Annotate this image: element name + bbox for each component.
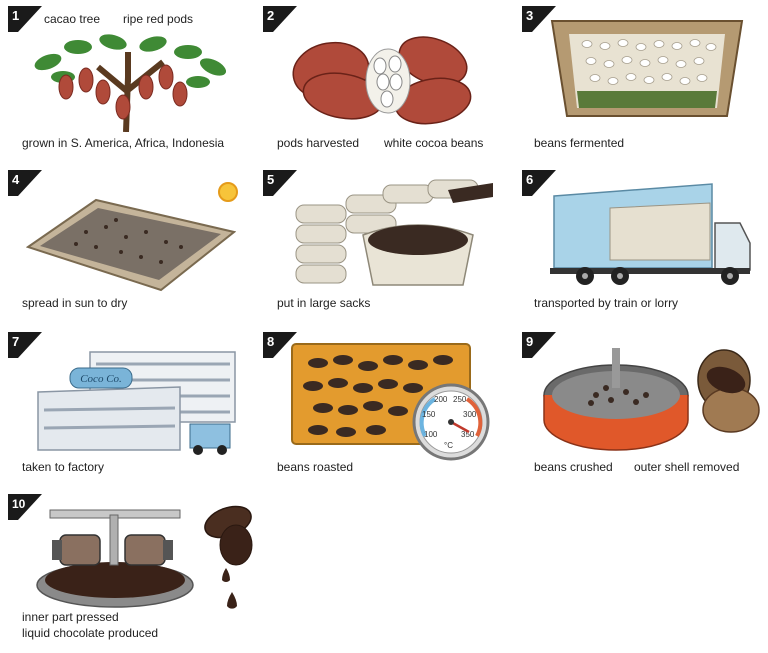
factory-illustration: Coco Co.: [37, 351, 236, 455]
cacao-tree-illustration: [34, 34, 227, 132]
caption-cacao-tree: cacao tree: [44, 12, 101, 26]
truck-illustration: [550, 183, 751, 285]
crusher-illustration: [543, 348, 760, 451]
step-badge: 10: [8, 494, 42, 520]
caption-spread-in-sun: spread in sun to dry: [22, 296, 128, 310]
gauge-label-150: 150: [422, 410, 436, 419]
step-6-panel: 6 transported by train or lorry: [522, 170, 762, 320]
caption-inner-part-pressed: inner part pressed: [22, 610, 119, 624]
thermometer-dial-icon: 100 150 200 250 300 350 °C: [412, 383, 490, 461]
caption-beans-roasted: beans roasted: [277, 460, 354, 474]
sun-icon: [218, 182, 238, 202]
step-badge: 6: [522, 170, 556, 196]
step-badge: 3: [522, 6, 556, 32]
factory-sign: Coco Co.: [80, 373, 122, 385]
caption-transported: transported by train or lorry: [534, 296, 679, 310]
step-badge: 5: [263, 170, 297, 196]
step-badge: 2: [263, 6, 297, 32]
press-illustration: [36, 505, 253, 609]
step-5-panel: 5 put in large sacks: [263, 170, 503, 320]
caption-outer-shell-removed: outer shell removed: [634, 460, 740, 474]
step-badge: 8: [263, 332, 297, 358]
step-badge: 9: [522, 332, 556, 358]
caption-white-cocoa-beans: white cocoa beans: [384, 136, 484, 150]
gauge-label-250: 250: [453, 395, 467, 404]
gauge-label-350: 350: [461, 430, 475, 439]
step-3-panel: 3 beans fermented: [522, 6, 762, 156]
step-badge: 7: [8, 332, 42, 358]
caption-pods-harvested: pods harvested: [277, 136, 360, 150]
gauge-unit: °C: [444, 441, 453, 450]
step-badge: 4: [8, 170, 42, 196]
step-2-panel: 2 pods harvested white cocoa beans: [263, 6, 503, 156]
caption-beans-crushed: beans crushed: [534, 460, 613, 474]
fermentation-box-illustration: [550, 20, 744, 117]
gauge-label-200: 200: [434, 395, 448, 404]
caption-taken-to-factory: taken to factory: [22, 460, 105, 474]
drying-tray-illustration: [26, 198, 236, 292]
caption-liquid-chocolate: liquid chocolate produced: [22, 626, 159, 640]
gauge-label-100: 100: [424, 430, 438, 439]
cacao-pods-illustration: [292, 36, 472, 125]
caption-put-in-sacks: put in large sacks: [277, 296, 371, 310]
step-7-panel: 7 Coco Co. taken to factory: [8, 332, 248, 482]
step-8-panel: 8 100 150 200 250 300 350 °C beans roast…: [263, 332, 503, 482]
caption-ripe-red-pods: ripe red pods: [123, 12, 194, 26]
step-10-panel: 10 inner part pressed liquid chocolate p…: [8, 494, 253, 649]
step-9-panel: 9 beans crushed outer shell removed: [522, 332, 762, 482]
step-badge: 1: [8, 6, 42, 32]
caption-grown-in: grown in S. America, Africa, Indonesia: [22, 136, 225, 150]
step-4-panel: 4 spread in sun to dry: [8, 170, 248, 320]
caption-beans-fermented: beans fermented: [534, 136, 625, 150]
gauge-label-300: 300: [463, 410, 477, 419]
step-1-panel: 1 cacao tree ripe red pods grown in S. A…: [8, 6, 248, 156]
sacks-illustration: [295, 179, 493, 286]
